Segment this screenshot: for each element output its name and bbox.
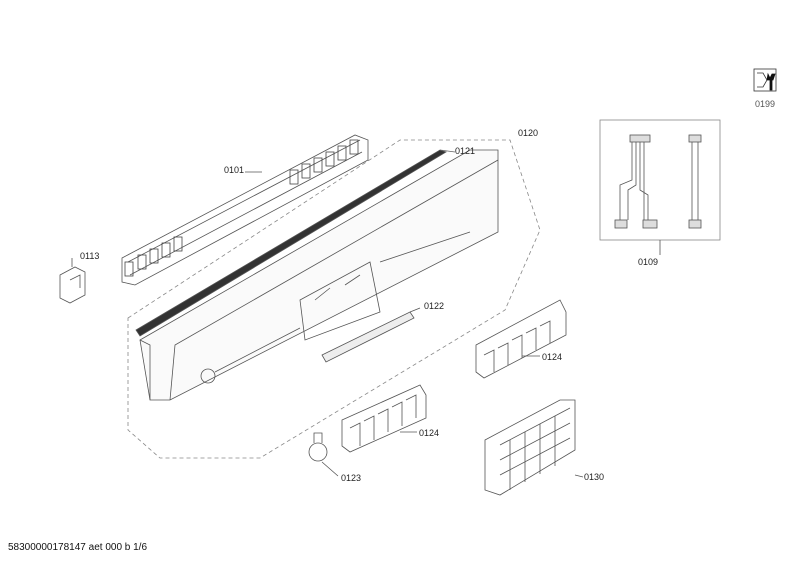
part-0123 (308, 432, 339, 477)
control-panel-fascia (139, 149, 499, 401)
label-0109: 0109 (638, 257, 659, 267)
label-0120: 0120 (518, 128, 539, 138)
label-0122: 0122 (424, 301, 445, 311)
part-0124-upper (475, 299, 567, 379)
part-0130 (484, 399, 584, 496)
control-module-0101 (121, 134, 369, 286)
wrench-nut-icon (753, 68, 777, 92)
label-0123: 0123 (341, 473, 362, 483)
document-id: 58300000178147 aet 000 b 1/6 (8, 542, 148, 553)
part-0122 (321, 311, 415, 363)
group-outline-0120 (127, 139, 541, 459)
label-0124-upper: 0124 (542, 352, 563, 362)
label-0121: 0121 (455, 146, 476, 156)
part-0124-lower (341, 384, 427, 453)
part-0113 (59, 258, 86, 304)
label-0130: 0130 (584, 472, 605, 482)
strip-0121 (135, 149, 447, 337)
wiring-harness-0109 (599, 119, 721, 255)
label-0113: 0113 (80, 251, 100, 261)
label-0124-lower: 0124 (419, 428, 440, 438)
label-0199: 0199 (755, 99, 776, 109)
label-0101: 0101 (224, 165, 245, 175)
